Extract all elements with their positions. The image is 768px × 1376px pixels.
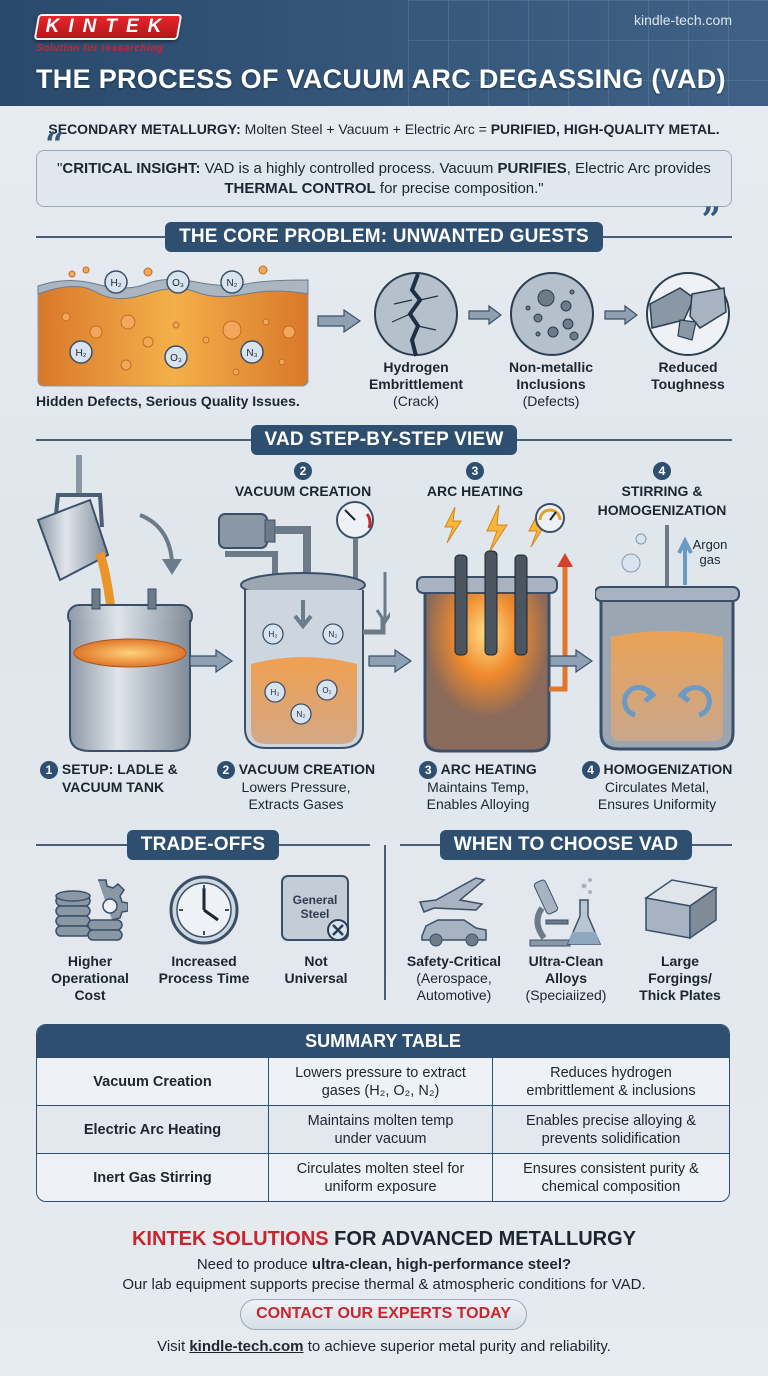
svg-text:O₂: O₂ xyxy=(322,686,331,695)
blueprint-grid-decoration xyxy=(408,0,768,106)
broken-bar-icon xyxy=(646,272,730,356)
ladle-tank-illustration xyxy=(36,455,193,752)
steel-plate-x-icon: General Steel xyxy=(281,875,349,941)
table-row: Electric Arc Heating Maintains molten te… xyxy=(37,1105,729,1153)
clock-icon xyxy=(169,875,239,945)
table-row: Inert Gas Stirring Circulates molten ste… xyxy=(37,1153,729,1201)
summary-table-title: SUMMARY TABLE xyxy=(37,1025,729,1057)
arc-heating-illustration xyxy=(416,505,573,753)
vertical-divider xyxy=(384,845,386,1000)
molten-steel-gas-illustration: H₂ O₃ N₂ H₂ O₃ N₃ xyxy=(37,265,309,387)
argon-stirring-illustration xyxy=(595,525,740,751)
divider-line xyxy=(602,236,732,238)
step-1-caption: 1 SETUP: LADLE &VACUUM TANK xyxy=(40,761,190,796)
steel-block-icon xyxy=(644,879,718,940)
arrow-right-icon xyxy=(368,648,413,674)
when-to-choose-heading: WHEN TO CHOOSE VAD xyxy=(400,830,733,860)
logo-tagline: Solution for researching xyxy=(36,43,164,54)
arrow-right-icon xyxy=(549,648,594,674)
svg-text:O₃: O₃ xyxy=(170,353,182,364)
divider-line xyxy=(36,236,166,238)
plane-car-icon xyxy=(418,877,487,947)
summary-table: SUMMARY TABLE Vacuum Creation Lowers pre… xyxy=(36,1024,730,1202)
svg-text:N₂: N₂ xyxy=(329,630,338,639)
steps-heading: VAD STEP-BY-STEP VIEW xyxy=(36,425,732,455)
contact-experts-button[interactable]: CONTACT OUR EXPERTS TODAY xyxy=(240,1299,527,1330)
arrow-right-icon xyxy=(317,308,362,334)
cta-title: KINTEK SOLUTIONS FOR ADVANCED METALLURGY xyxy=(131,1228,637,1250)
header-banner: KINTEK Solution for researching kindle-t… xyxy=(0,0,768,106)
cta-line-3: Visit kindle-tech.com to achieve superio… xyxy=(157,1338,611,1355)
intro-subtitle: SECONDARY METALLURGY: Molten Steel + Vac… xyxy=(48,121,720,137)
microscope-flask-icon xyxy=(529,878,602,947)
core-problem-caption: Hidden Defects, Serious Quality Issues. xyxy=(36,393,300,409)
kintek-logo[interactable]: KINTEK xyxy=(33,14,183,40)
cta-line-1: Need to produce ultra-clean, high-perfor… xyxy=(196,1256,572,1273)
coins-gear-icon xyxy=(55,879,128,941)
close-quote-icon: ” xyxy=(701,200,721,240)
svg-text:General: General xyxy=(293,893,338,907)
crack-icon xyxy=(374,272,458,357)
arrow-right-icon xyxy=(468,304,502,326)
core-problem-heading: THE CORE PROBLEM: UNWANTED GUESTS xyxy=(36,222,732,252)
page-title: THE PROCESS OF VACUUM ARC DEGASSING (VAD… xyxy=(36,64,726,94)
open-quote-icon: “ xyxy=(45,125,65,165)
table-row: Vacuum Creation Lowers pressure to extra… xyxy=(37,1057,729,1105)
svg-text:O₃: O₃ xyxy=(172,278,184,289)
svg-text:H₂: H₂ xyxy=(269,630,278,639)
svg-text:H₂: H₂ xyxy=(271,688,280,697)
tradeoffs-heading: TRADE-OFFS xyxy=(36,830,370,860)
vacuum-tank-illustration: H₂ N₂ H₂ O₂ N₂ xyxy=(218,501,390,749)
website-link[interactable]: kindle-tech.com xyxy=(633,12,732,28)
choose-safety-critical: Safety-Critical(Aerospace,Automotive) xyxy=(406,953,502,1003)
svg-text:Steel: Steel xyxy=(301,907,330,921)
inclusions-icon xyxy=(510,272,594,356)
svg-text:N₂: N₂ xyxy=(226,278,237,289)
arrow-right-icon xyxy=(189,648,234,674)
critical-insight-quote: “ "CRITICAL INSIGHT: VAD is a highly con… xyxy=(36,128,732,237)
arrow-right-icon xyxy=(604,304,638,326)
svg-text:H₂: H₂ xyxy=(110,278,121,289)
svg-text:N₃: N₃ xyxy=(246,348,257,359)
website-link[interactable]: kindle-tech.com xyxy=(189,1338,304,1355)
temperature-gauge-icon xyxy=(535,503,565,533)
svg-text:N₂: N₂ xyxy=(297,710,306,719)
svg-text:H₂: H₂ xyxy=(75,348,86,359)
cta-line-2: Our lab equipment supports precise therm… xyxy=(122,1276,646,1293)
